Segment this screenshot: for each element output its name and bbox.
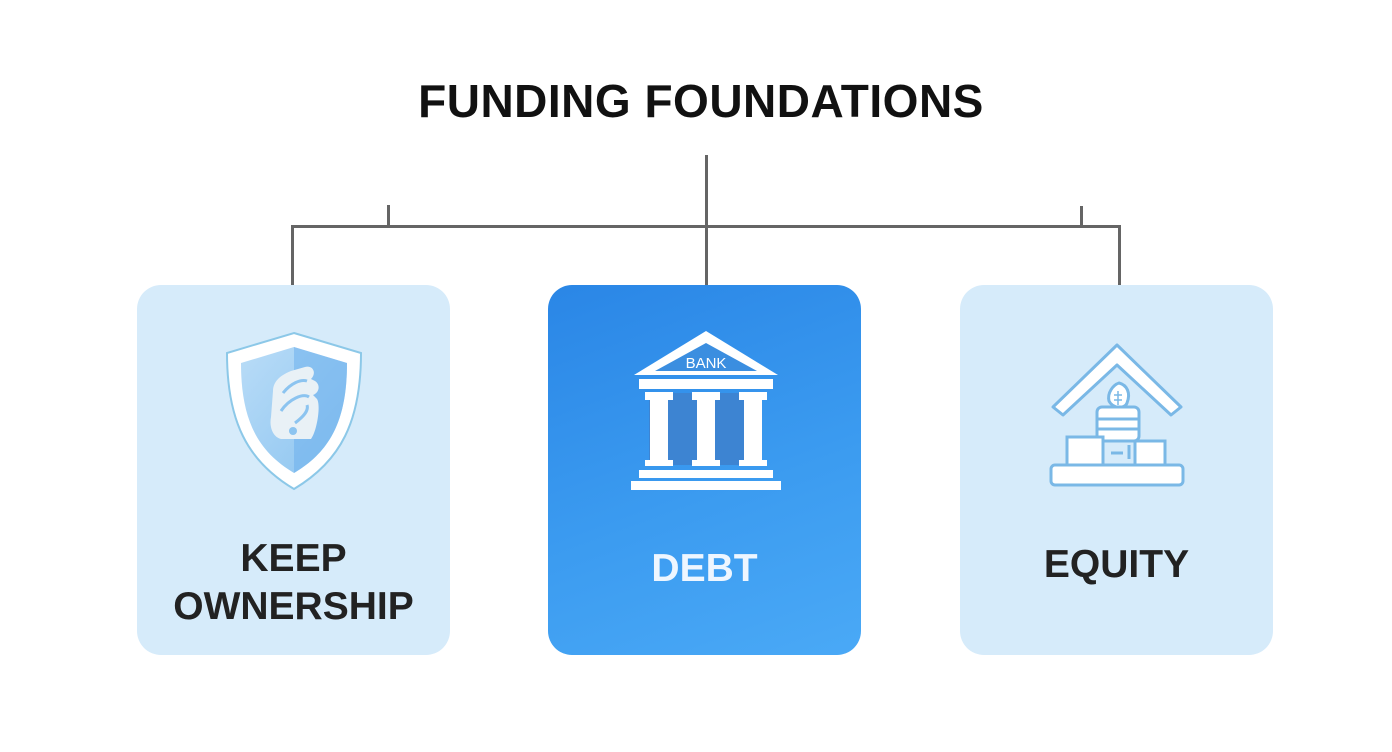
card-keep-ownership: KEEP OWNERSHIP xyxy=(137,285,450,655)
diagram-title: FUNDING FOUNDATIONS xyxy=(418,75,984,127)
connector-tick-right xyxy=(1080,206,1083,227)
card-label: DEBT xyxy=(651,547,758,590)
connector-drop-left xyxy=(291,225,294,285)
card-debt: BANK DEBT xyxy=(548,285,861,655)
card-label: KEEP OWNERSHIP xyxy=(137,535,450,631)
bank-text: BANK xyxy=(686,355,727,372)
connector-trunk xyxy=(705,155,708,285)
shield-hand-icon xyxy=(225,331,363,491)
connector-drop-right xyxy=(1118,225,1121,285)
card-label: EQUITY xyxy=(1043,543,1190,586)
connector-tick-left xyxy=(387,205,390,227)
bank-icon: BANK xyxy=(631,331,781,490)
house-coins-icon xyxy=(1049,343,1185,487)
card-label-line1: KEEP xyxy=(240,537,347,580)
card-label-line2: OWNERSHIP xyxy=(173,585,414,628)
card-equity: EQUITY xyxy=(960,285,1273,655)
connector-horizontal xyxy=(291,225,1121,228)
